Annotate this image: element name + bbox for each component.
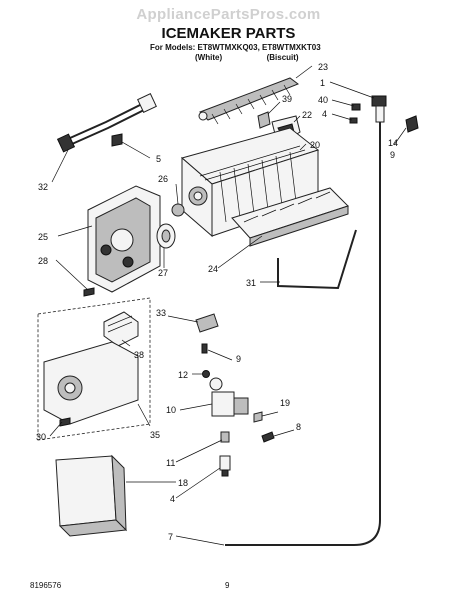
part-24-shelf [231, 187, 349, 247]
callout-18: 18 [178, 478, 188, 488]
footer-page-number: 9 [225, 581, 230, 590]
part-10-water-valve [209, 377, 249, 417]
part-1-inlet-fitting [371, 95, 387, 123]
callout-23: 23 [318, 62, 328, 72]
part-11-coupling [220, 431, 230, 443]
callout-25: 25 [38, 232, 48, 242]
callout-1: 1 [320, 78, 325, 88]
part-4-screw-top [349, 117, 358, 124]
part-20-ice-mold [180, 127, 320, 238]
callout-20: 20 [310, 140, 320, 150]
part-4-fitting [219, 455, 231, 477]
part-28-screw [83, 287, 95, 297]
leader-lines [49, 65, 407, 546]
callout-11: 11 [166, 458, 175, 468]
callout-5: 5 [156, 154, 161, 164]
part-19-clip [253, 411, 263, 423]
part-12-screw [202, 370, 210, 378]
part-31-shutoff-arm [277, 229, 357, 290]
callout-31: 31 [246, 278, 256, 288]
callout-7: 7 [168, 532, 173, 542]
callout-4-bottom: 4 [170, 494, 175, 504]
callout-35: 35 [150, 430, 160, 440]
callout-10: 10 [166, 405, 176, 415]
part-23-stripper [198, 77, 300, 125]
part-18-cover [55, 454, 128, 537]
footer-part-number: 8196576 [30, 581, 62, 590]
variant-biscuit: (Biscuit) [266, 53, 299, 62]
page-title: ICEMAKER PARTS [161, 25, 296, 42]
callout-14: 14 [388, 138, 398, 148]
part-39-screw [257, 111, 271, 129]
callout-33: 33 [156, 308, 166, 318]
part-38-motor [103, 311, 139, 347]
callout-24: 24 [208, 264, 218, 274]
callout-12: 12 [178, 370, 188, 380]
callout-22: 22 [302, 110, 312, 120]
part-30-screw [59, 417, 71, 427]
callout-4: 4 [322, 109, 327, 119]
callout-8: 8 [296, 422, 301, 432]
part-7-water-tube [225, 122, 381, 546]
callout-27: 27 [158, 268, 168, 278]
part-9-screw [201, 343, 208, 354]
callout-19: 19 [280, 398, 290, 408]
part-8-clip [261, 431, 275, 443]
part-5-clip [111, 133, 123, 147]
variant-white: (White) [195, 53, 223, 62]
part-27-cam [156, 223, 176, 249]
part-35-control-plate [43, 341, 139, 425]
group-35-outline [37, 297, 151, 441]
part-14-nut [405, 115, 419, 133]
callout-39: 39 [282, 94, 292, 104]
part-25-module-housing [87, 185, 161, 293]
part-26-bushing [171, 203, 185, 217]
callout-9-mid: 9 [236, 354, 241, 364]
callout-32: 32 [38, 182, 48, 192]
part-40-screw [351, 103, 361, 111]
part-32-wire-harness [56, 93, 157, 153]
callout-30: 30 [36, 432, 46, 442]
part-33-bracket [195, 313, 219, 333]
models-line: For Models: ET8WTMXKQ03, ET8WTMXKT03 [150, 43, 321, 52]
watermark: AppliancePartsPros.com [136, 6, 321, 23]
variant-labels: (White) (Biscuit) [195, 53, 299, 62]
callout-38: 38 [134, 350, 144, 360]
callout-labels: 23 1 40 4 39 22 5 14 9 20 32 26 25 28 27… [36, 62, 398, 542]
callout-40: 40 [318, 95, 328, 105]
callout-9-top: 9 [390, 150, 395, 160]
callout-28: 28 [38, 256, 48, 266]
callout-26: 26 [158, 174, 168, 184]
